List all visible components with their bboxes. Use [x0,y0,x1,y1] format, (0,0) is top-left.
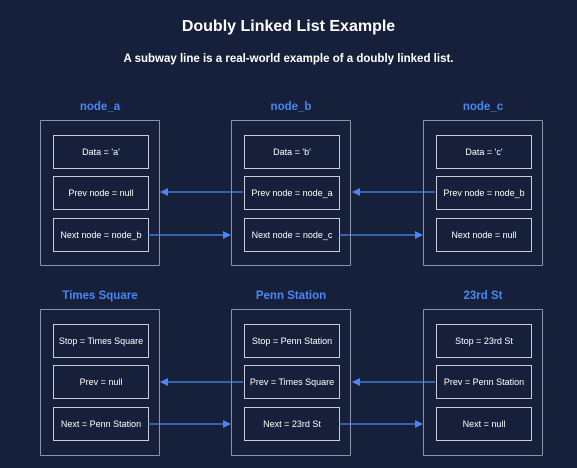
diagram-title: Doubly Linked List Example [181,18,396,35]
node-label: node_a [79,101,121,113]
node-box: Stop = 23rd St Prev = Penn Station Next … [423,309,543,456]
prev-cell: Prev = Times Square [244,365,340,399]
node-label: node_c [462,101,504,113]
data-cell: Data = 'b' [244,135,340,169]
node-label: Penn Station [255,290,327,302]
next-cell: Next = null [436,407,532,441]
data-cell: Data = 'a' [53,135,149,169]
prev-cell: Prev node = node_b [436,176,532,210]
prev-cell: Prev node = node_a [244,176,340,210]
prev-cell: Prev node = null [53,176,149,210]
data-cell: Stop = Times Square [53,324,149,358]
diagram-subtitle: A subway line is a real-world example of… [123,53,454,65]
node-box: Stop = Times Square Prev = null Next = P… [40,309,160,456]
prev-cell: Prev = Penn Station [436,365,532,399]
node-label: node_b [270,101,312,113]
data-cell: Stop = 23rd St [436,324,532,358]
node-label: Times Square [62,290,138,302]
data-cell: Data = 'c' [436,135,532,169]
data-cell: Stop = Penn Station [244,324,340,358]
node-label: 23rd St [463,290,503,302]
next-cell: Next node = null [436,218,532,252]
prev-cell: Prev = null [53,365,149,399]
node-box: Data = 'c' Prev node = node_b Next node … [423,120,543,266]
